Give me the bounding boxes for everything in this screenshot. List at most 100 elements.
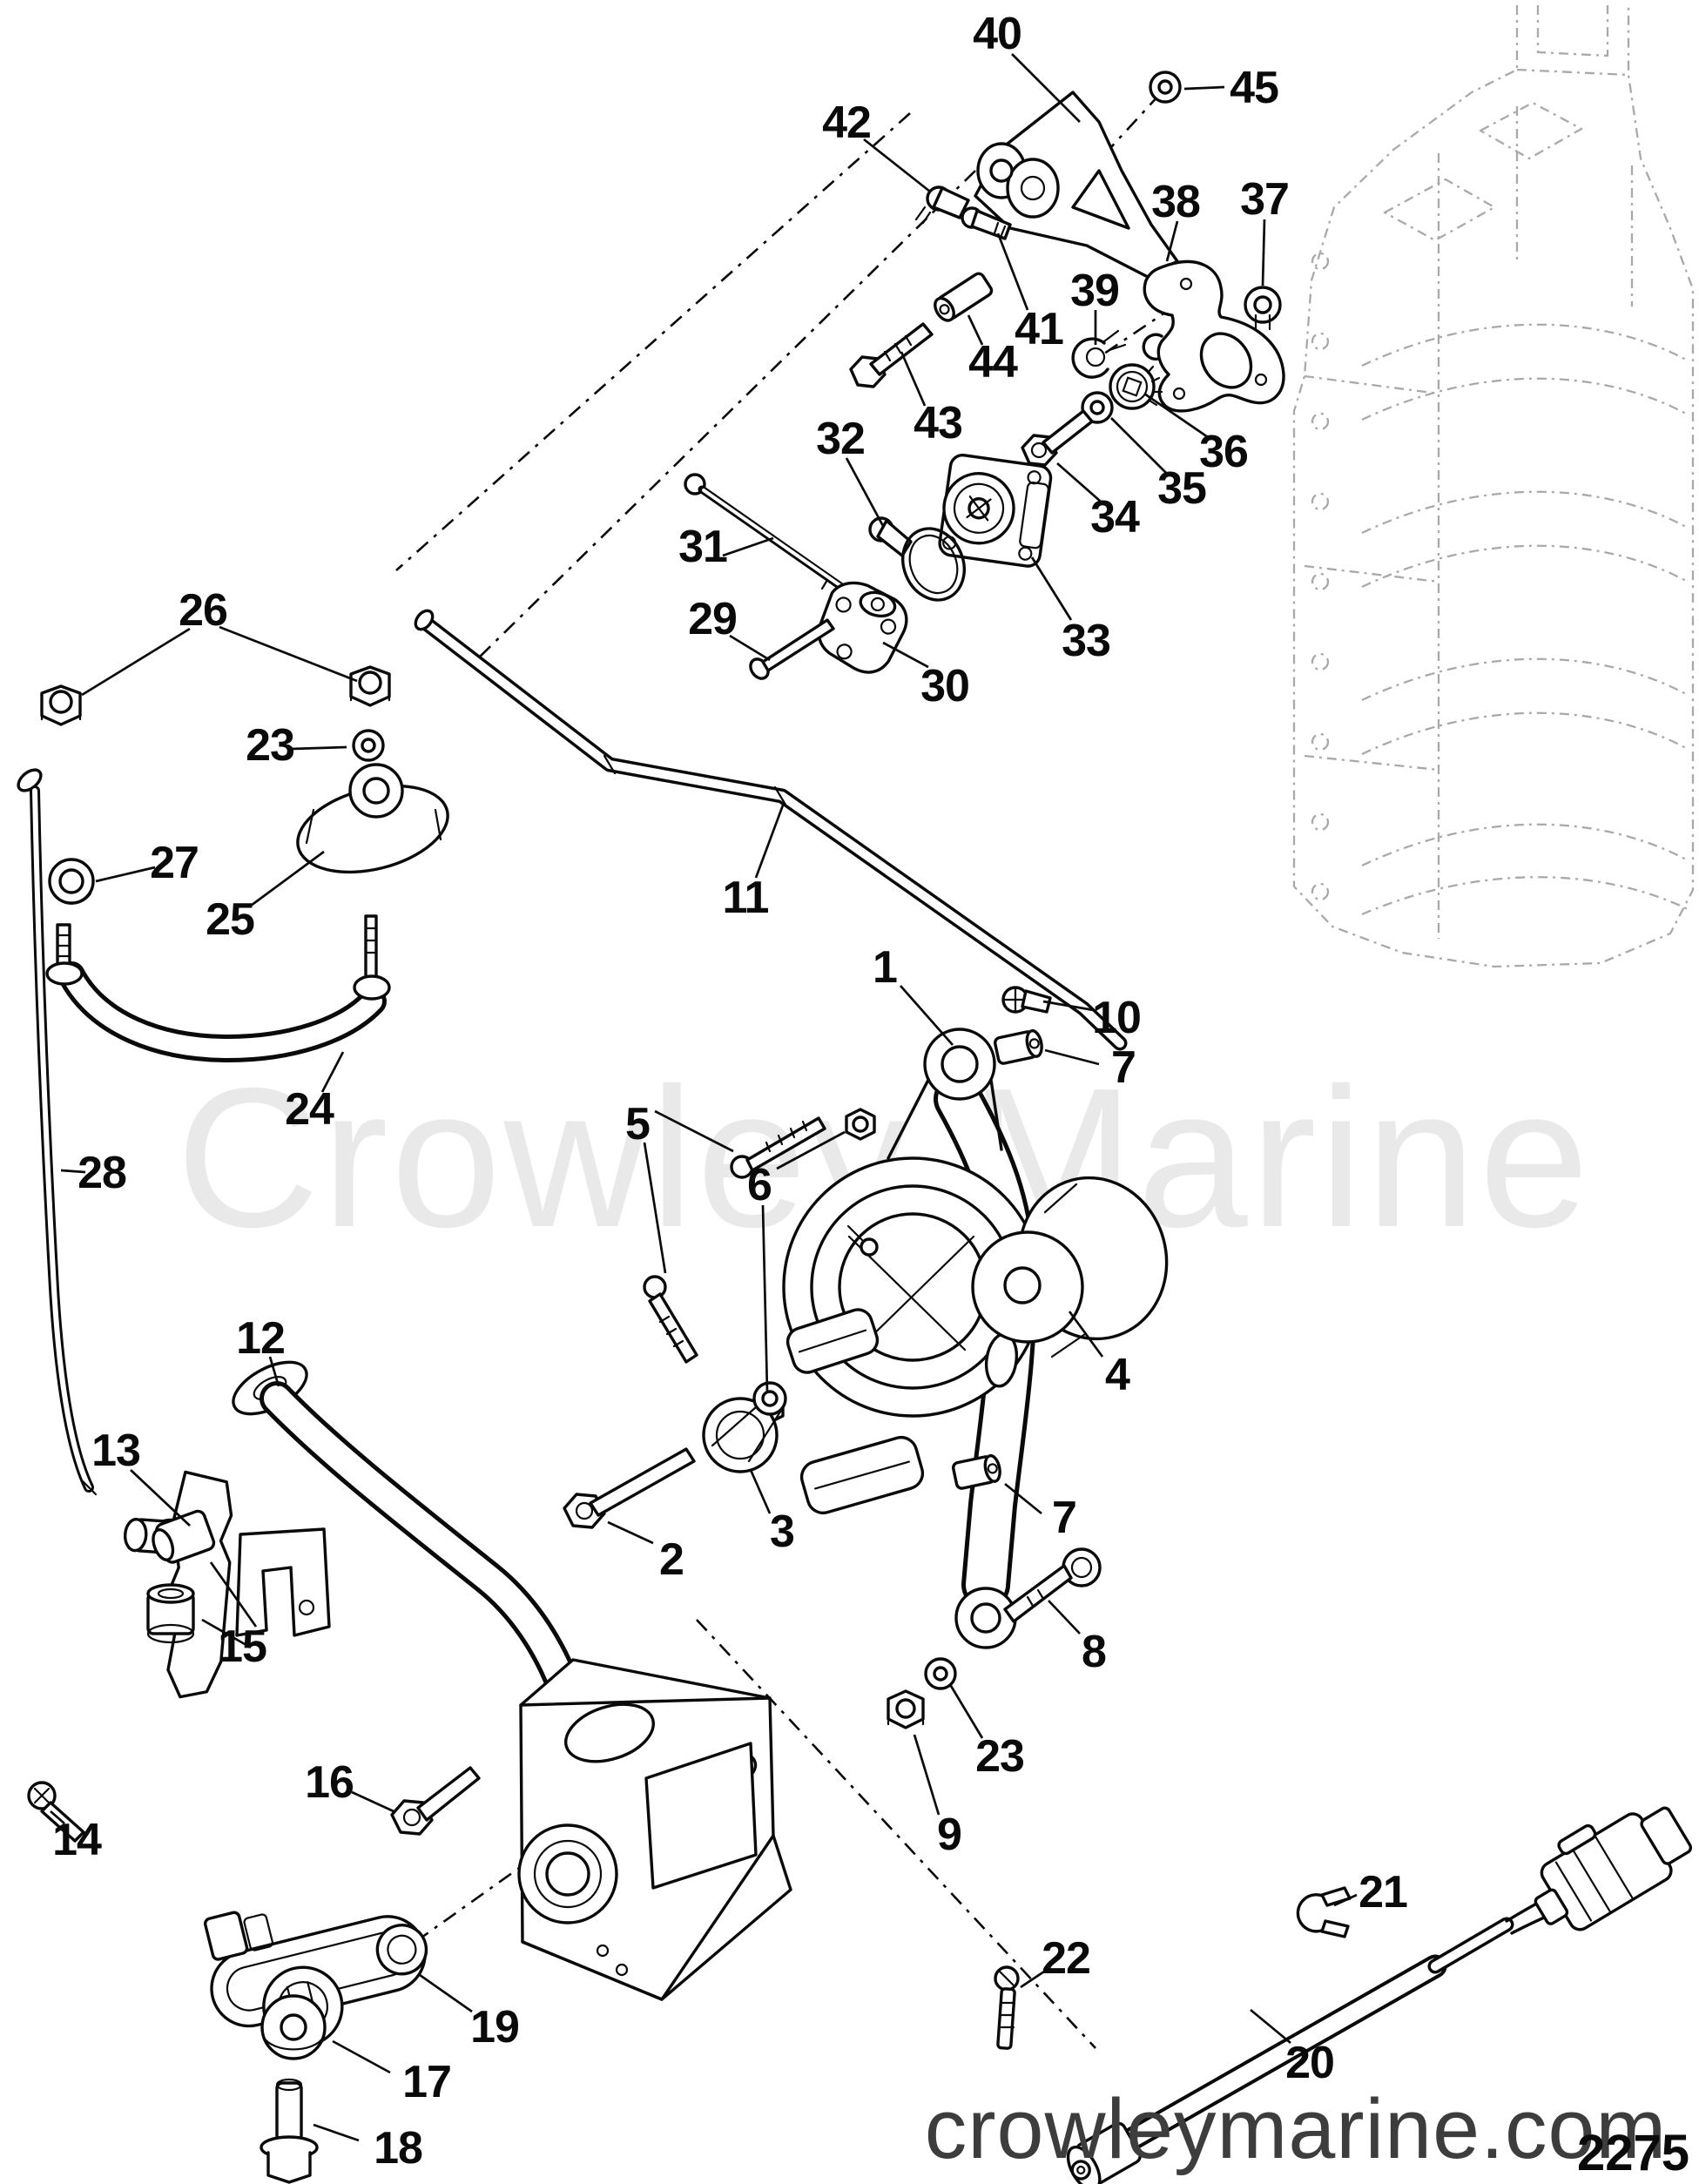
part-plate-38 xyxy=(1142,260,1285,413)
callout-4-29: 4 xyxy=(1105,1350,1130,1400)
part-washer-35 xyxy=(1081,391,1114,424)
part-washer-23b xyxy=(924,1657,957,1690)
callout-17-42: 17 xyxy=(402,2057,451,2107)
callout-23-18: 23 xyxy=(246,720,294,771)
leader-line-26-17 xyxy=(81,627,191,697)
leader-line-34-12 xyxy=(1056,462,1102,503)
callout-34-12: 34 xyxy=(1090,492,1140,543)
callout-42-2: 42 xyxy=(822,98,871,148)
callout-30-16: 30 xyxy=(920,661,969,711)
leader-line-44-7 xyxy=(967,314,984,346)
callout-11-21: 11 xyxy=(723,873,769,923)
leader-line-31-13 xyxy=(722,536,774,557)
leader-line-42-2 xyxy=(863,138,931,193)
leader-line-2-32 xyxy=(607,1520,654,1545)
leader-line-6-26 xyxy=(776,1130,846,1170)
leader-line-14-37 xyxy=(50,1810,65,1825)
leader-line-8-36 xyxy=(1048,1600,1081,1635)
part-grommet-37 xyxy=(1244,286,1282,331)
leader-line-9-40 xyxy=(913,1734,941,1816)
leader-line-7-35 xyxy=(1004,1482,1042,1515)
callout-5-25: 5 xyxy=(625,1099,650,1149)
callout-23-39: 23 xyxy=(975,1731,1024,1782)
callout-14-37: 14 xyxy=(52,1815,102,1865)
part-bracket-12 xyxy=(232,1360,792,2001)
leader-line-25-20 xyxy=(250,850,325,907)
callout-15-34: 15 xyxy=(218,1621,266,1672)
leader-line-7-24 xyxy=(1044,1048,1100,1066)
leader-line-1-22 xyxy=(899,985,954,1046)
leader-line-38-3 xyxy=(1165,220,1179,262)
callout-40-0: 40 xyxy=(973,9,1021,59)
leader-line-22-45 xyxy=(1020,1968,1048,1989)
part-fitting-10 xyxy=(1001,986,1052,1014)
leader-line-24-27 xyxy=(320,1051,345,1093)
part-insert-36 xyxy=(1109,363,1163,410)
part-bolt-43 xyxy=(849,322,934,388)
part-fitting-42 xyxy=(914,185,970,225)
leader-line-10-23 xyxy=(1042,1000,1095,1012)
callout-26-17: 26 xyxy=(179,585,227,636)
part-arm-24 xyxy=(45,914,391,1062)
part-clamp-39 xyxy=(1071,329,1127,379)
leader-line-45-1 xyxy=(1183,85,1225,91)
callout-18-43: 18 xyxy=(374,2123,422,2174)
part-bolt-34 xyxy=(1021,409,1094,467)
engine-block-drawing xyxy=(1292,5,1695,968)
leader-line-4-29 xyxy=(1068,1311,1104,1358)
part-nut-6-upper xyxy=(845,1108,876,1141)
leader-line-40-0 xyxy=(1011,53,1081,123)
part-bolt-16 xyxy=(390,1766,481,1836)
callout-24-27: 24 xyxy=(285,1084,334,1135)
part-rod-28 xyxy=(17,768,98,1496)
part-screw-5-upper xyxy=(730,1116,826,1179)
part-clip-21 xyxy=(1296,1886,1352,1938)
part-screw-5-lower xyxy=(643,1275,698,1364)
leader-line-5-25 xyxy=(643,1142,667,1274)
part-pump-33 xyxy=(938,454,1053,568)
leader-line-36-10 xyxy=(1143,392,1209,439)
leader-line-43-8 xyxy=(900,351,927,407)
leader-line-15-34 xyxy=(209,1561,258,1628)
part-flange-30 xyxy=(817,581,908,674)
callout-31-13: 31 xyxy=(678,522,727,572)
callout-43-8: 43 xyxy=(914,398,962,448)
leader-line-29-14 xyxy=(729,634,771,662)
callout-13-33: 13 xyxy=(91,1426,140,1476)
leader-line-18-43 xyxy=(313,2123,360,2142)
leader-line-33-15 xyxy=(1030,556,1073,621)
callout-6-26: 6 xyxy=(747,1160,772,1210)
leader-line-19-41 xyxy=(419,1973,473,2013)
callout-37-4: 37 xyxy=(1240,174,1289,225)
leader-line-12-30 xyxy=(268,1356,280,1387)
part-bushing-15-upper xyxy=(152,1509,216,1564)
part-spacer-44 xyxy=(934,272,994,322)
leader-line-16-38 xyxy=(351,1790,394,1813)
leader-line-23-39 xyxy=(949,1685,984,1739)
callout-41-6: 41 xyxy=(1015,304,1063,354)
part-mount-4 xyxy=(971,1176,1169,1358)
callout-12-30: 12 xyxy=(236,1313,285,1364)
leader-line-35-11 xyxy=(1110,417,1168,475)
part-rod-11 xyxy=(414,609,1128,1051)
part-nut-26-right xyxy=(349,665,391,707)
callout-38-3: 38 xyxy=(1151,177,1200,227)
part-bushing-15-lower xyxy=(146,1583,195,1644)
part-washer-23a xyxy=(352,729,385,762)
part-nut-26-left xyxy=(40,684,82,726)
leader-line-21-44 xyxy=(1333,1893,1358,1907)
leader-line-26-17 xyxy=(219,625,358,683)
leader-line-5-25 xyxy=(654,1109,734,1153)
part-grommet-45 xyxy=(1149,71,1182,104)
callout-7-35: 7 xyxy=(1052,1493,1076,1543)
part-cam-25 xyxy=(296,763,449,874)
callout-28-28: 28 xyxy=(78,1148,126,1198)
leader-line-6-26 xyxy=(761,1204,769,1392)
leader-line-11-21 xyxy=(754,802,785,879)
diagram-number: 2275 xyxy=(1577,2125,1689,2181)
leader-line-15-34 xyxy=(201,1618,252,1649)
callout-33-15: 33 xyxy=(1062,616,1110,666)
callout-10-23: 10 xyxy=(1092,993,1141,1043)
